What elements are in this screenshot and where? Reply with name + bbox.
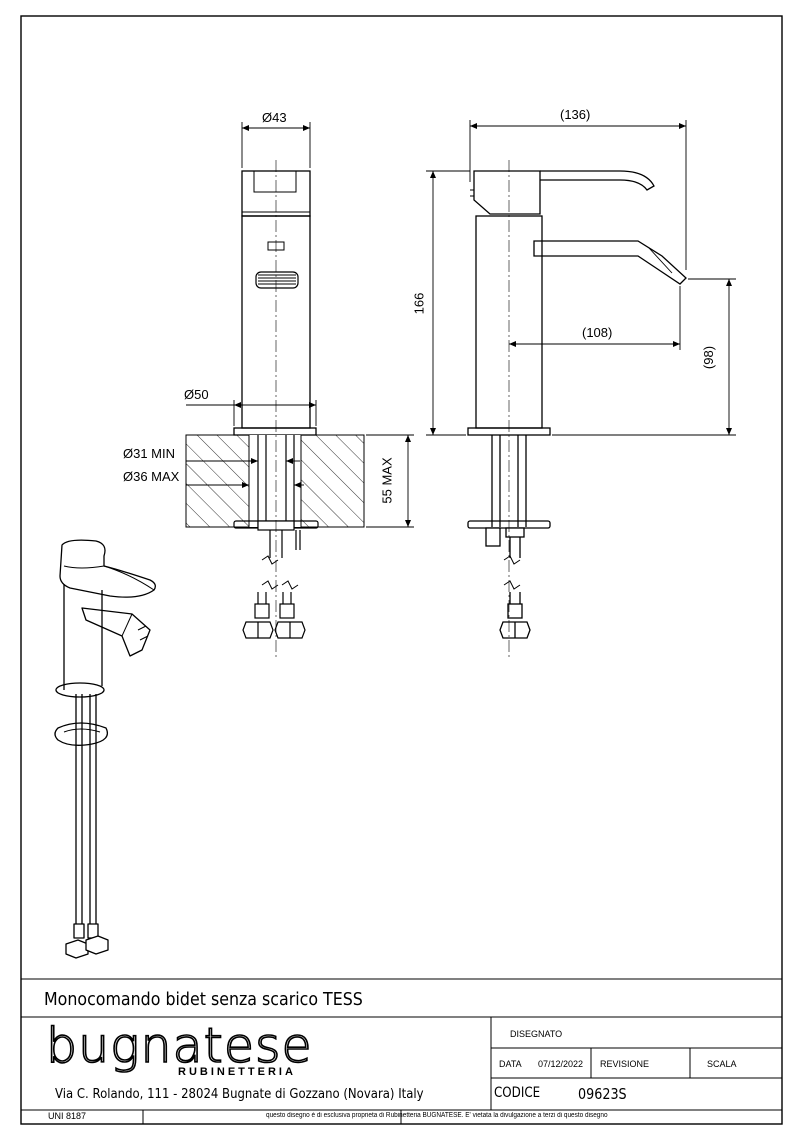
code-value: 09623S	[578, 1085, 627, 1103]
dim-hole-max: Ø36 MAX	[123, 469, 180, 484]
product-title: Monocomando bidet senza scarico TESS	[44, 989, 363, 1010]
code-label: CODICE	[494, 1085, 541, 1101]
brand-logo: bugnatese	[45, 1017, 313, 1075]
dim-width-136: (136)	[560, 107, 591, 122]
brand-subtitle: RUBINETTERIA	[178, 1066, 296, 1078]
title-block	[21, 978, 782, 1124]
ownership-disclaimer: questo disegno è di esclusiva proprieta …	[266, 1112, 608, 1119]
side-view	[467, 170, 687, 639]
revision-label: REVISIONE	[600, 1059, 650, 1069]
dim-height-98: (98)	[701, 345, 717, 370]
front-view	[233, 170, 317, 436]
dim-diameter-43: Ø43	[262, 110, 287, 125]
date-label: DATA	[499, 1059, 522, 1069]
deck-section	[185, 434, 365, 528]
scale-label: SCALA	[707, 1059, 737, 1069]
dim-deck-thickness: 55 MAX	[379, 457, 395, 504]
dim-diameter-50: Ø50	[184, 387, 209, 402]
dim-reach-108: (108)	[582, 325, 613, 340]
sheet-border	[20, 15, 783, 1125]
company-address: Via C. Rolando, 111 - 28024 Bugnate di G…	[55, 1087, 424, 1102]
isometric-view	[54, 539, 156, 959]
dim-height-166: 166	[411, 292, 427, 315]
dim-hole-min: Ø31 MIN	[123, 446, 176, 461]
front-view-supply	[233, 435, 319, 639]
date-value: 07/12/2022	[538, 1059, 584, 1069]
dimension-lines	[186, 120, 736, 660]
designed-by-label: DISEGNATO	[510, 1029, 563, 1039]
uni-standard: UNI 8187	[48, 1111, 87, 1121]
